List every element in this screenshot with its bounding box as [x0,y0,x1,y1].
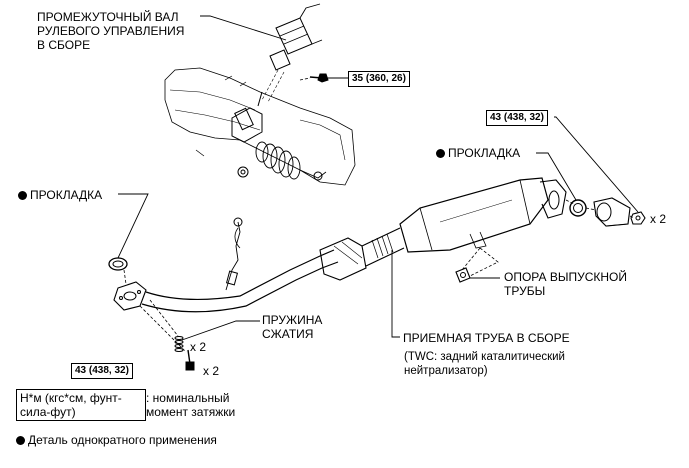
gasket-left-label: ПРОКЛАДКА [18,188,102,202]
legend-single-use: Деталь однократного применения [16,433,217,447]
qty-spring-label: x 2 [190,340,207,354]
steering-rack-illustration [164,67,356,186]
exhaust-support-label: ОПОРА ВЫПУСКНОЙ ТРУБЫ [504,270,627,298]
assembly-lines [123,77,635,353]
gasket-left-icon [108,257,128,271]
torque-left-box: 43 (438, 32) [71,363,133,379]
legend-torque-desc: : номинальный момент затяжки [146,391,236,419]
steering-bolt-icon [309,73,329,83]
single-use-dot-icon [436,149,445,158]
single-use-dot-icon [18,191,27,200]
single-use-dot-icon [16,436,25,445]
qty-right-label: x 2 [650,212,667,226]
nut-right-icon [630,211,646,225]
legend-torque-units: Н*м (кгс*см, фунт- сила-фут) [16,389,146,421]
front-pipe-illustration [113,177,567,313]
steering-shaft-label: ПРОМЕЖУТОЧНЫЙ ВАЛ РУЛЕВОГО УПРАВЛЕНИЯ В … [37,10,185,52]
tail-pipe-connector-illustration [593,197,631,227]
torque-steering-box: 35 (360, 26) [348,71,410,87]
bolt-left-icon [185,349,195,371]
intermediate-shaft-illustration [257,3,323,107]
leader-lines [117,15,639,341]
front-pipe-note: (TWC: задний каталитический нейтрализато… [404,351,565,377]
front-pipe-label: ПРИЕМНАЯ ТРУБА В СБОРЕ [403,331,570,345]
torque-right-box: 43 (438, 32) [486,110,548,126]
compression-spring-label: ПРУЖИНА СЖАТИЯ [262,313,323,341]
gasket-right-label: ПРОКЛАДКА [436,146,520,160]
gasket-right-icon [569,199,587,217]
qty-bolt-label: x 2 [203,364,220,378]
exhaust-support-icon [455,267,471,283]
compression-spring-icon [174,336,184,352]
